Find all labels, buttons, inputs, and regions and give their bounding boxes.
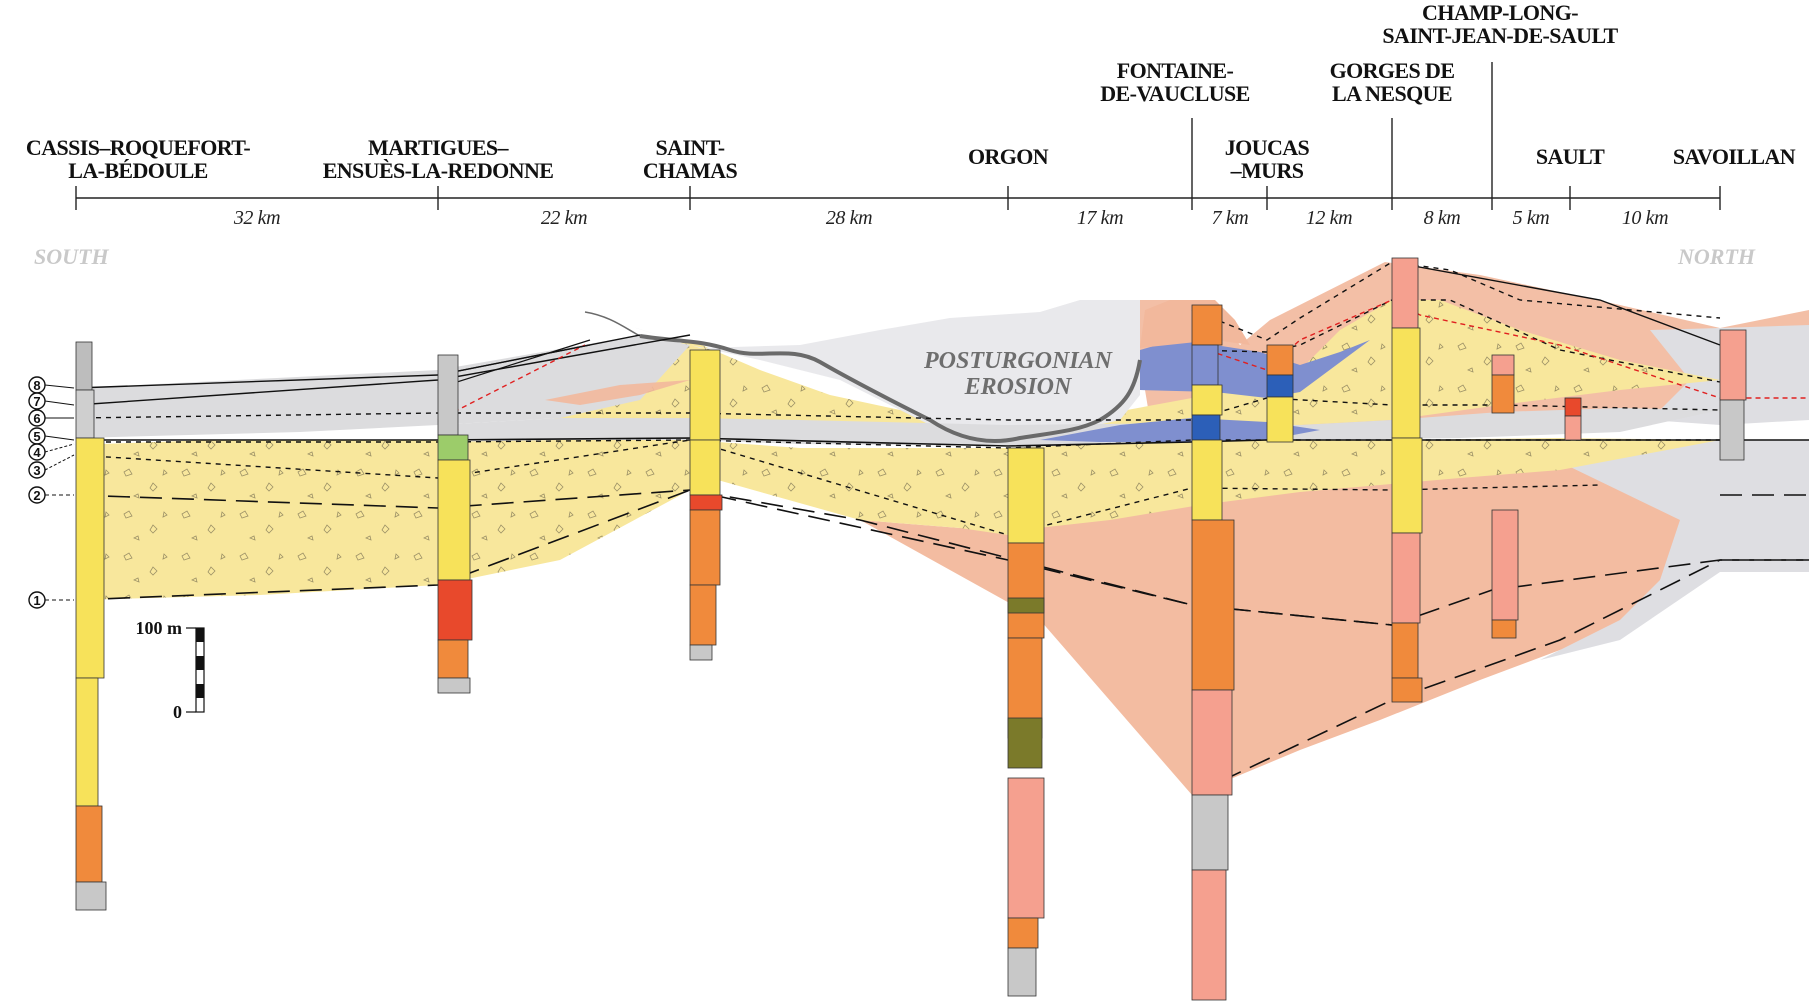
distance-label: 8 km: [1424, 207, 1461, 229]
horizon-marker-7: 7: [29, 393, 74, 409]
distance-label: 10 km: [1622, 207, 1668, 229]
column-sault: [1565, 398, 1581, 440]
locality-label-orgon: ORGON: [968, 144, 1049, 169]
locality-label-martigues: MARTIGUES–ENSUÈS-LA-REDONNE: [323, 135, 554, 183]
distance-label: 28 km: [826, 207, 872, 229]
direction-south: SOUTH: [34, 244, 109, 269]
svg-text:5: 5: [33, 429, 40, 444]
column-savoillan: [1720, 330, 1746, 460]
distance-label: 7 km: [1212, 207, 1249, 229]
svg-text:3: 3: [33, 463, 40, 478]
scale-bar: 100 m 0: [136, 618, 205, 722]
horizon-marker-1: 1: [29, 592, 74, 608]
distance-label: 32 km: [233, 207, 280, 229]
scale-bar-bottom-label: 0: [173, 702, 182, 722]
distance-label: 5 km: [1513, 207, 1550, 229]
horizon-marker-5: 5: [29, 428, 74, 444]
svg-text:8: 8: [33, 378, 40, 393]
horizon-marker-6: 6: [29, 410, 74, 426]
locality-label-savoillan: SAVOILLAN: [1673, 144, 1796, 169]
column-saint-chamas: [690, 350, 722, 660]
locality-label-fontaine-de-vaucluse: FONTAINE-DE-VAUCLUSE: [1100, 58, 1249, 106]
column-gorges: [1392, 258, 1422, 702]
column-joucas: [1267, 345, 1293, 442]
scale-bar-top-label: 100 m: [136, 618, 183, 638]
distance-label: 22 km: [541, 207, 587, 229]
svg-text:2: 2: [33, 488, 40, 503]
direction-north: NORTH: [1677, 244, 1756, 269]
locality-label-cassis: CASSIS–ROQUEFORT-LA-BÉDOULE: [26, 135, 250, 183]
svg-text:6: 6: [33, 411, 40, 426]
svg-text:4: 4: [33, 445, 41, 460]
svg-text:7: 7: [33, 394, 40, 409]
horizon-marker-2: 2: [29, 487, 74, 503]
horizon-marker-8: 8: [29, 377, 74, 393]
locality-label-joucas-murs: JOUCAS–MURS: [1225, 135, 1310, 183]
distance-label: 12 km: [1306, 207, 1352, 229]
locality-header: CASSIS–ROQUEFORT-LA-BÉDOULE MARTIGUES–EN…: [26, 0, 1796, 269]
locality-label-saint-chamas: SAINT-CHAMAS: [643, 135, 738, 183]
svg-text:1: 1: [33, 593, 40, 608]
column-orgon: [1008, 448, 1044, 996]
horizon-markers: 8 7 6 5 4 3 2 1: [29, 377, 74, 608]
locality-label-champ-long: CHAMP-LONG-SAINT-JEAN-DE-SAULT: [1382, 0, 1618, 48]
erosion-surface-west: [585, 312, 640, 336]
distance-axis: [76, 62, 1720, 210]
horizon-marker-4: 4: [29, 444, 74, 460]
distance-label: 17 km: [1077, 207, 1123, 229]
locality-label-sault: SAULT: [1536, 144, 1605, 169]
